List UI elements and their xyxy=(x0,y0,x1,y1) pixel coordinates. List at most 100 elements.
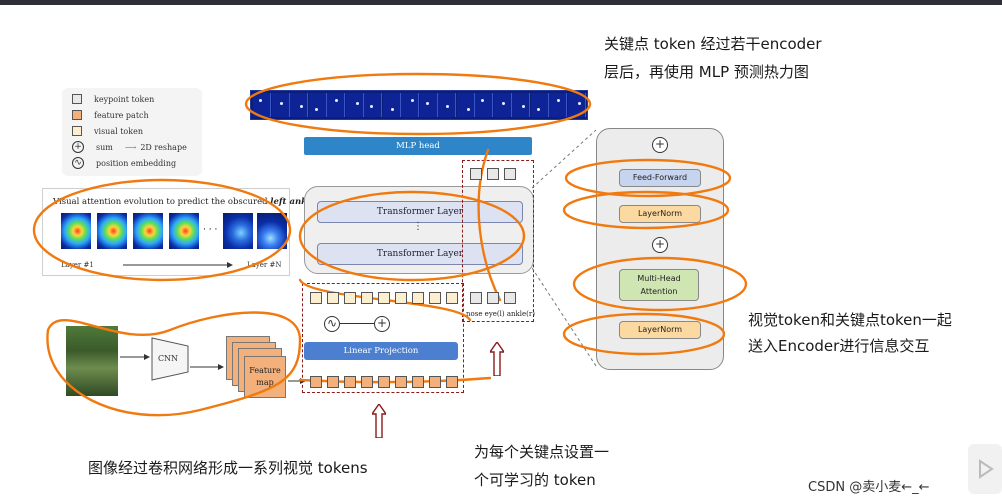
feature-patch-token xyxy=(344,376,356,388)
window-top-bar xyxy=(0,0,1002,5)
heatmap-peak xyxy=(259,99,262,102)
legend-visual-label: visual token xyxy=(94,126,143,136)
heatmap-peak xyxy=(300,105,303,108)
annotation-encoder-line1: 视觉token和关键点token一起 xyxy=(748,311,952,329)
heatmap-peak xyxy=(466,108,470,111)
heatmap-cell xyxy=(567,93,586,117)
legend-visual-token: visual token xyxy=(72,124,143,138)
attention-map-5 xyxy=(223,213,253,249)
keypoint-token xyxy=(504,292,516,304)
strokes-ln2-ellipse xyxy=(562,312,726,356)
keypoint-token-arrow-icon xyxy=(490,342,504,376)
visual-token xyxy=(344,292,356,304)
visual-token xyxy=(395,292,407,304)
heatmap-cell xyxy=(530,93,549,117)
attention-map-4 xyxy=(169,213,199,249)
heatmap-peak xyxy=(446,105,449,108)
strokes-attention-ellipse xyxy=(32,178,292,282)
strokes-ln-ellipse xyxy=(562,190,730,230)
transformer-layer-bottom: Transformer Layer xyxy=(317,243,523,265)
heatmap-peak xyxy=(536,108,540,111)
layer-last-label: Layer #N xyxy=(247,261,282,269)
keypoint-token-dashed-box xyxy=(462,160,534,322)
cnn-to-feature-arrow xyxy=(190,364,224,370)
heatmap-cell xyxy=(382,93,401,117)
sum-icon: + xyxy=(374,316,390,332)
feature-patch-token xyxy=(378,376,390,388)
heatmap-peak xyxy=(355,102,359,105)
play-button[interactable] xyxy=(968,444,1002,494)
legend-posemb-label: position embedding xyxy=(96,158,177,168)
feature-patch-token xyxy=(327,376,339,388)
heatmap-peak xyxy=(314,108,318,111)
feature-patch-token xyxy=(395,376,407,388)
annotation-keypoint-line2: 个可学习的 token xyxy=(474,471,596,489)
visual-token-swatch xyxy=(72,126,82,136)
feature-patch-token xyxy=(361,376,373,388)
heatmap-cell xyxy=(549,93,567,117)
visual-token xyxy=(446,292,458,304)
heatmap-cell xyxy=(364,93,382,117)
transformer-dots: ⋮ xyxy=(413,221,423,232)
transformer-layer-top: Transformer Layer xyxy=(317,201,523,223)
heatmap-peak xyxy=(557,99,560,102)
feature-patch-swatch xyxy=(72,110,82,120)
layer-progress-arrow xyxy=(123,262,233,268)
strokes-kp-loop xyxy=(477,148,502,302)
heatmap-cell xyxy=(327,93,345,117)
attention-panel-title: Visual attention evolution to predict th… xyxy=(53,197,316,207)
legend-position-embedding: ∿ position embedding xyxy=(72,156,176,170)
visual-token-dashed-box xyxy=(302,283,464,393)
visual-token xyxy=(361,292,373,304)
keypoint-token-output xyxy=(470,168,482,180)
feature-patch-token xyxy=(429,376,441,388)
heatmap-cell xyxy=(345,93,364,117)
attention-map-3 xyxy=(133,213,163,249)
layer-first-label: Layer #1 xyxy=(61,261,94,269)
play-icon xyxy=(979,459,994,479)
heatmap-peak xyxy=(577,102,581,105)
layernorm-top: LayerNorm xyxy=(619,205,701,223)
legend-sum: + sum ⟶ 2D reshape xyxy=(72,140,187,154)
cnn-trapezoid xyxy=(151,337,189,381)
feed-forward: Feed-Forward xyxy=(619,169,701,187)
visual-token-arrow-icon xyxy=(372,404,386,438)
attention-map-1 xyxy=(61,213,91,249)
feature-patch-token xyxy=(446,376,458,388)
keypoint-token xyxy=(487,292,499,304)
visual-token xyxy=(310,292,322,304)
heatmap-strip xyxy=(250,90,588,120)
legend-reshape-label: 2D reshape xyxy=(140,142,187,152)
legend-feature-label: feature patch xyxy=(94,110,149,120)
heatmap-cell xyxy=(401,93,419,117)
heatmap-peak xyxy=(522,105,525,108)
keypoint-token-swatch xyxy=(72,94,82,104)
legend-feature-patch: feature patch xyxy=(72,108,149,122)
linear-projection: Linear Projection xyxy=(304,342,458,360)
keypoint-token-output xyxy=(487,168,499,180)
heatmap-cell xyxy=(290,93,308,117)
annotation-keypoint-line1: 为每个关键点设置一 xyxy=(474,443,610,461)
heatmap-peak xyxy=(411,99,414,102)
heatmap-peak xyxy=(279,102,283,105)
heatmap-peak xyxy=(335,99,338,102)
layernorm-bottom: LayerNorm xyxy=(619,321,701,339)
heatmap-peak xyxy=(501,102,505,105)
heatmap-cell xyxy=(456,93,475,117)
annotation-mlp-line2: 层后，再使用 MLP 预测热力图 xyxy=(604,63,809,81)
heatmap-cell xyxy=(308,93,327,117)
legend-keypoint-label: keypoint token xyxy=(94,94,155,104)
strokes-transformer-ellipse xyxy=(298,190,526,282)
heatmap-peak xyxy=(481,99,484,102)
visual-token xyxy=(412,292,424,304)
keypoint-token xyxy=(470,292,482,304)
heatmap-cell xyxy=(419,93,438,117)
attention-map-2 xyxy=(97,213,127,249)
attention-evolution-panel: Visual attention evolution to predict th… xyxy=(42,188,316,276)
strokes-heatmap-ellipse xyxy=(244,72,592,136)
attention-map-n xyxy=(257,213,287,249)
heatmap-cell xyxy=(271,93,290,117)
